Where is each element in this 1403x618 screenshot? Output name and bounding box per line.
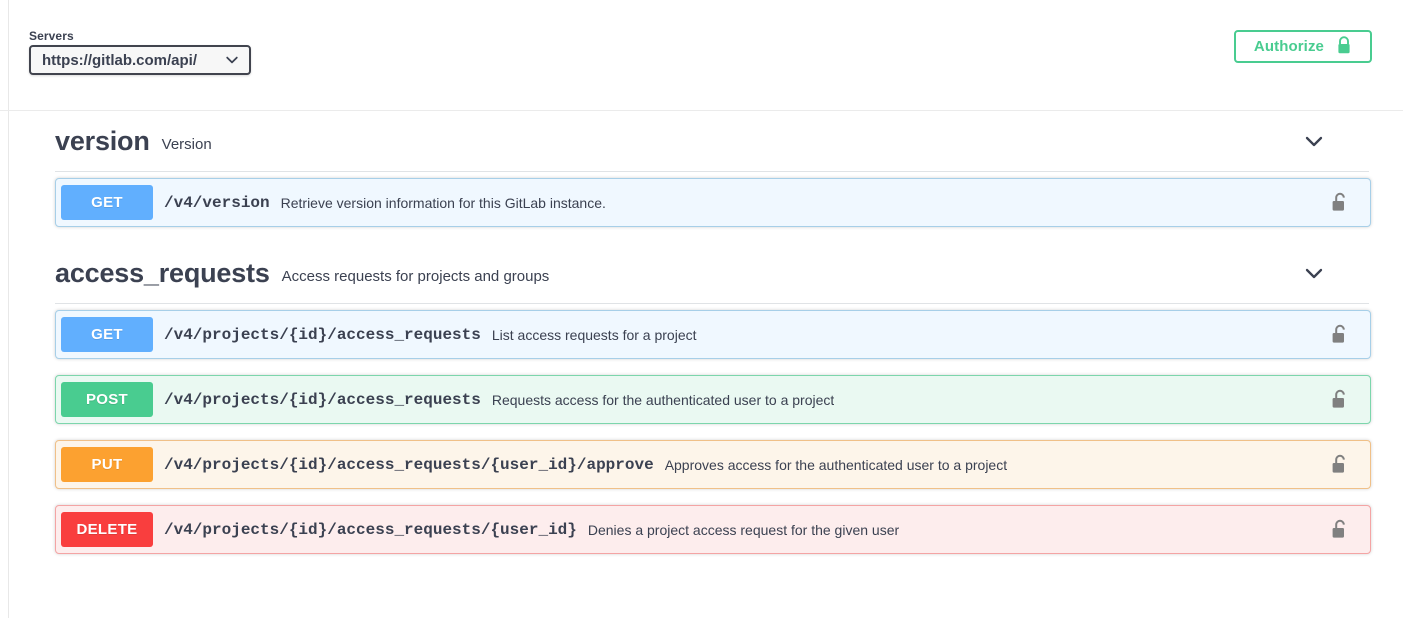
http-method-badge: POST bbox=[61, 382, 153, 417]
chevron-down-icon[interactable] bbox=[1302, 129, 1361, 153]
tag-description: Access requests for projects and groups bbox=[281, 268, 550, 285]
servers-block: Servers https://gitlab.com/api/ bbox=[29, 29, 251, 75]
lock-open-icon[interactable] bbox=[1330, 519, 1370, 541]
servers-label: Servers bbox=[29, 29, 74, 43]
server-select[interactable]: https://gitlab.com/api/ bbox=[29, 45, 251, 75]
operation-summary: Requests access for the authenticated us… bbox=[491, 391, 835, 408]
operation-summary: Retrieve version information for this Gi… bbox=[280, 194, 606, 211]
operation-path: /v4/projects/{id}/access_requests bbox=[164, 325, 481, 344]
http-method-badge: PUT bbox=[61, 447, 153, 482]
lock-open-icon[interactable] bbox=[1330, 192, 1370, 214]
authorize-button[interactable]: Authorize bbox=[1233, 30, 1372, 63]
tag-name: version bbox=[55, 125, 150, 156]
operation-path: /v4/version bbox=[164, 193, 270, 212]
server-select-value: https://gitlab.com/api/ bbox=[42, 51, 198, 69]
scheme-container: Servers https://gitlab.com/api/ Authoriz… bbox=[0, 0, 1403, 111]
tag-name: access_requests bbox=[55, 257, 270, 288]
operation-summary: Approves access for the authenticated us… bbox=[664, 456, 1008, 473]
tag-section-version: version Version GET /v4/version Retrieve… bbox=[9, 111, 1403, 227]
operation-row[interactable]: POST /v4/projects/{id}/access_requests R… bbox=[55, 375, 1371, 424]
chevron-down-icon bbox=[224, 52, 240, 68]
operation-row[interactable]: GET /v4/version Retrieve version informa… bbox=[55, 178, 1371, 227]
http-method-badge: GET bbox=[61, 185, 153, 220]
operations-wrapper: version Version GET /v4/version Retrieve… bbox=[0, 111, 1403, 554]
operation-row[interactable]: DELETE /v4/projects/{id}/access_requests… bbox=[55, 505, 1371, 554]
tag-section-access-requests: access_requests Access requests for proj… bbox=[9, 243, 1403, 554]
chevron-down-icon[interactable] bbox=[1302, 261, 1361, 285]
http-method-badge: DELETE bbox=[61, 512, 153, 547]
operation-path: /v4/projects/{id}/access_requests/{user_… bbox=[164, 455, 654, 474]
lock-open-icon[interactable] bbox=[1330, 454, 1370, 476]
http-method-badge: GET bbox=[61, 317, 153, 352]
authorize-button-label: Authorize bbox=[1253, 38, 1324, 55]
authorize-wrap: Authorize bbox=[1233, 30, 1372, 63]
lock-closed-icon bbox=[1336, 35, 1352, 58]
operation-row[interactable]: GET /v4/projects/{id}/access_requests Li… bbox=[55, 310, 1371, 359]
lock-open-icon[interactable] bbox=[1330, 389, 1370, 411]
tag-header-access-requests[interactable]: access_requests Access requests for proj… bbox=[55, 243, 1371, 303]
operation-summary: Denies a project access request for the … bbox=[587, 521, 900, 538]
tag-divider bbox=[55, 303, 1369, 304]
page-left-rule bbox=[8, 0, 9, 618]
tag-divider bbox=[55, 171, 1369, 172]
tag-description: Version bbox=[161, 136, 212, 153]
operation-row[interactable]: PUT /v4/projects/{id}/access_requests/{u… bbox=[55, 440, 1371, 489]
operation-path: /v4/projects/{id}/access_requests bbox=[164, 390, 481, 409]
lock-open-icon[interactable] bbox=[1330, 324, 1370, 346]
operation-path: /v4/projects/{id}/access_requests/{user_… bbox=[164, 520, 577, 539]
tag-header-version[interactable]: version Version bbox=[55, 111, 1371, 171]
operation-summary: List access requests for a project bbox=[491, 326, 697, 343]
